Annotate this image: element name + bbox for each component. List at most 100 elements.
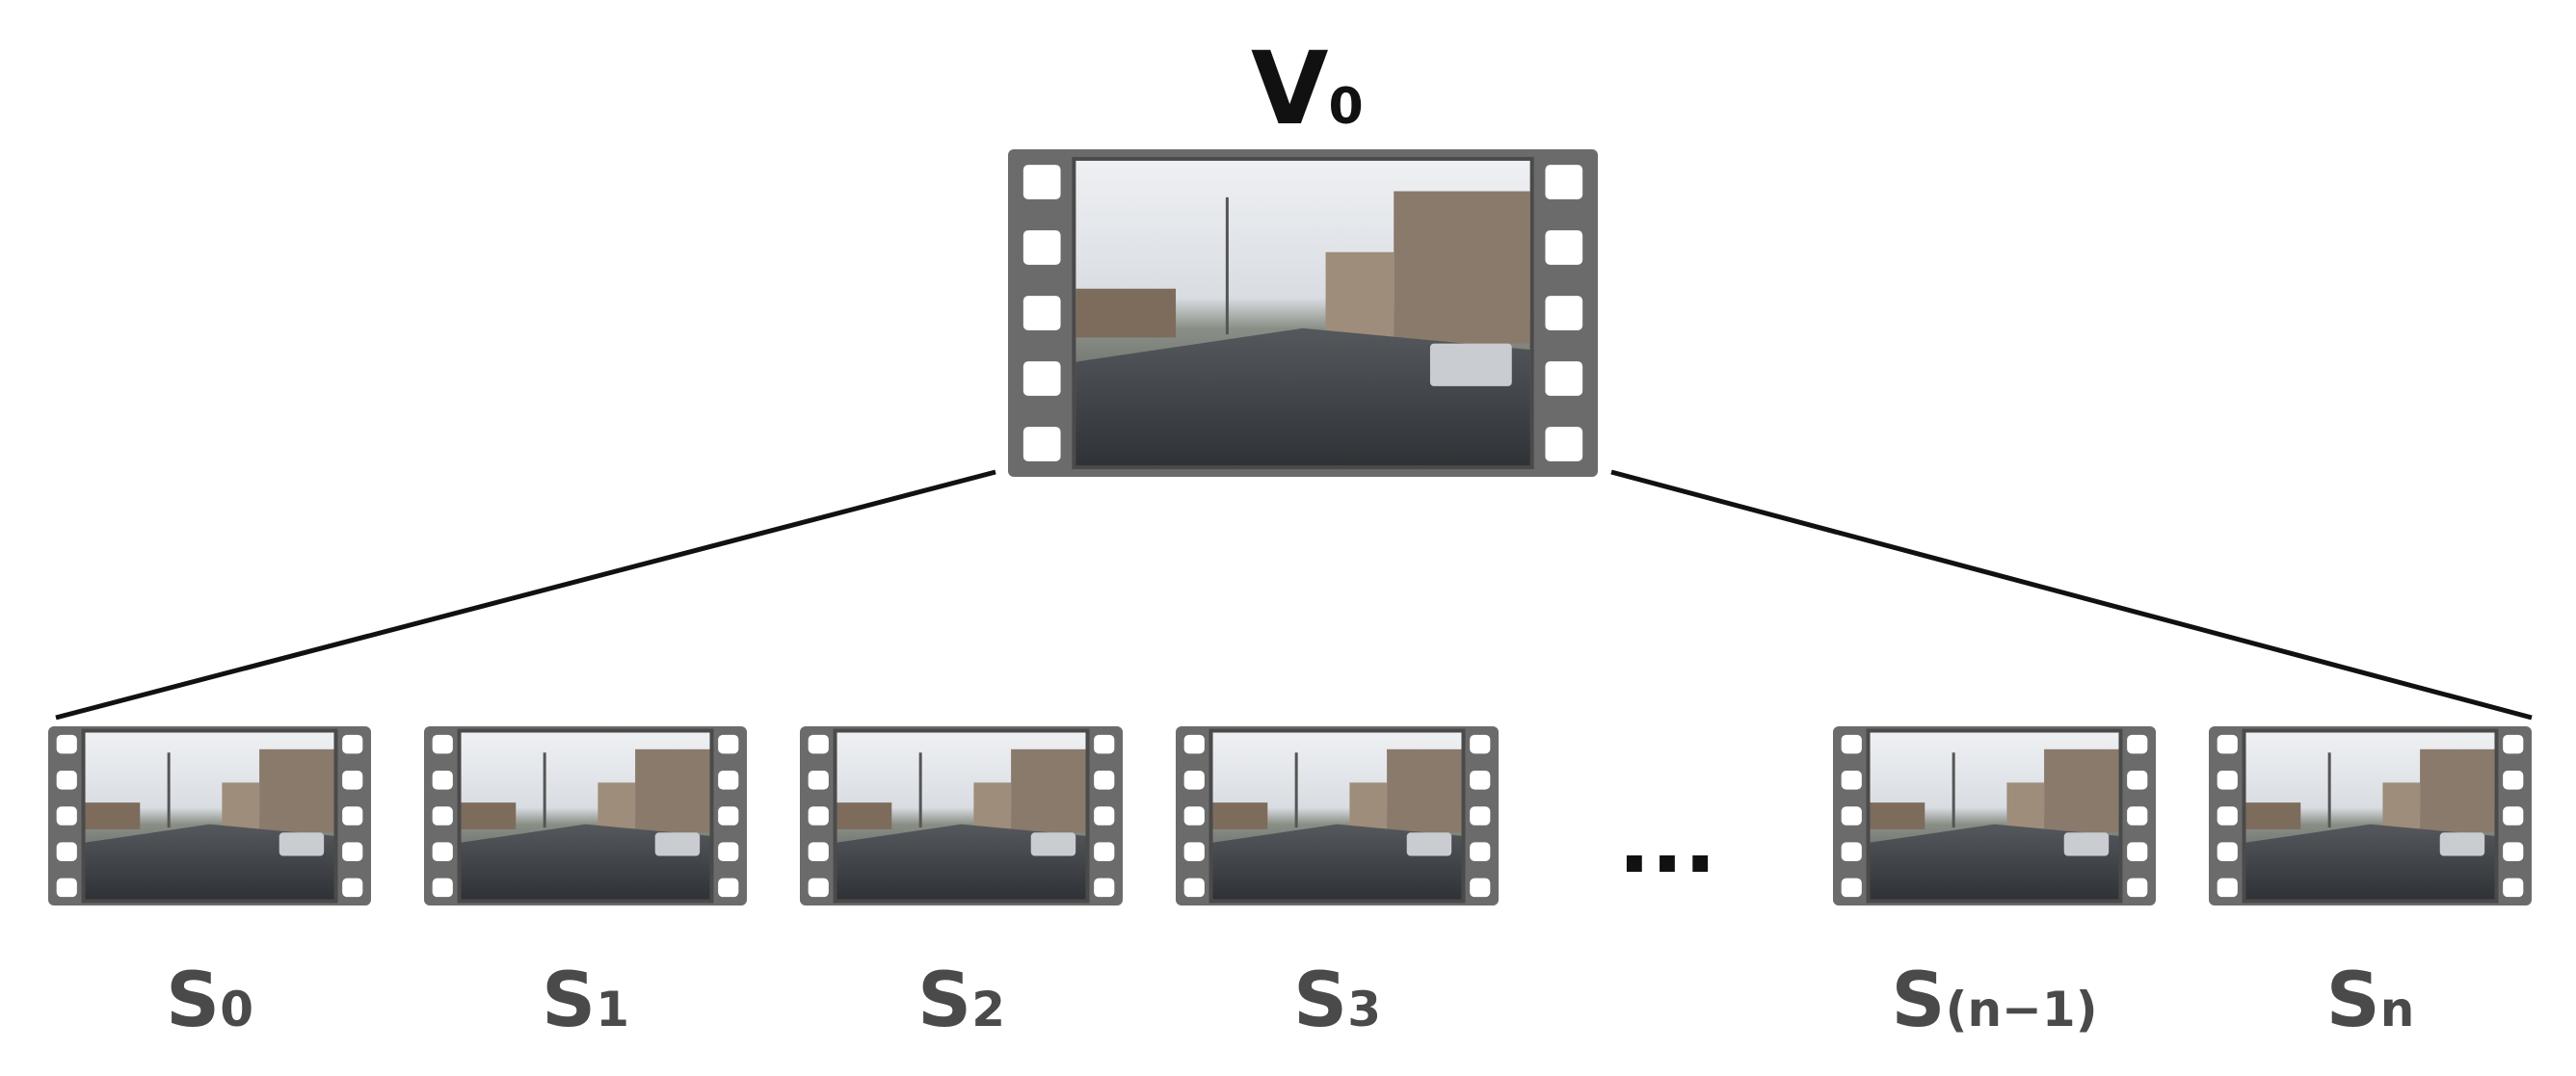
connector-right [1610, 469, 2533, 721]
sprocket-hole [342, 842, 363, 861]
sprocket-hole [1094, 878, 1115, 898]
sprocket-hole [718, 806, 739, 826]
sprocket-hole [342, 734, 363, 754]
sprocket-hole [2217, 734, 2238, 754]
sprocket-hole [1470, 806, 1491, 826]
sprocket-hole [1841, 734, 1862, 754]
segment-frame-5 [2209, 726, 2532, 905]
sprocket-hole [2217, 771, 2238, 790]
sprocket-hole [1022, 230, 1061, 265]
root-label-sub: 0 [1329, 78, 1364, 136]
sprocket-hole [432, 771, 453, 790]
segment-label-main: S [1891, 958, 1945, 1044]
sprocket-hole [1022, 361, 1061, 396]
sprocket-hole [432, 734, 453, 754]
segment-label-3: S3 [1293, 958, 1381, 1044]
segment-label-main: S [542, 958, 596, 1044]
sprocket-hole [718, 734, 739, 754]
segment-label-5: Sn [2326, 958, 2415, 1044]
sprocket-hole [1545, 361, 1583, 396]
root-label: V0 [1251, 30, 1364, 147]
ellipsis: ... [1618, 792, 1717, 893]
sprocket-hole [1183, 878, 1205, 898]
sprocket-hole [1545, 427, 1583, 461]
sprocket-hole [808, 806, 829, 826]
sprocket-hole [432, 878, 453, 898]
sprocket-hole [1183, 771, 1205, 790]
sprocket-hole [56, 734, 77, 754]
segment-frame-0 [48, 726, 371, 905]
sprocket-hole [1470, 771, 1491, 790]
sprocket-hole [718, 842, 739, 861]
sprocket-hole [1545, 230, 1583, 265]
segment-label-sub: 3 [1347, 982, 1381, 1037]
sprocket-hole [1094, 842, 1115, 861]
sprocket-hole [342, 771, 363, 790]
root-label-main: V [1251, 30, 1329, 147]
sprocket-hole [1841, 878, 1862, 898]
sprocket-hole [1470, 878, 1491, 898]
segment-label-main: S [1293, 958, 1347, 1044]
sprocket-hole [718, 878, 739, 898]
sprocket-hole [1183, 842, 1205, 861]
sprocket-hole [56, 806, 77, 826]
segment-label-sub: 2 [971, 982, 1005, 1037]
segment-label-0: S0 [166, 958, 253, 1044]
sprocket-hole [2217, 878, 2238, 898]
sprocket-hole [1183, 806, 1205, 826]
sprocket-hole [1094, 771, 1115, 790]
segment-label-1: S1 [542, 958, 629, 1044]
sprocket-hole [2217, 842, 2238, 861]
sprocket-hole [808, 771, 829, 790]
segment-label-main: S [166, 958, 220, 1044]
sprocket-hole [342, 806, 363, 826]
sprocket-hole [808, 842, 829, 861]
segment-label-main: S [917, 958, 971, 1044]
sprocket-hole [56, 771, 77, 790]
segment-frames [48, 726, 2532, 905]
sprocket-hole [342, 878, 363, 898]
sprocket-hole [2503, 771, 2524, 790]
sprocket-hole [2127, 878, 2148, 898]
sprocket-hole [2127, 734, 2148, 754]
sprocket-hole [1094, 734, 1115, 754]
segment-frame-1 [424, 726, 747, 905]
root-frame-strip [1008, 149, 1598, 477]
connector-left [55, 469, 996, 721]
sprocket-hole [1022, 296, 1061, 330]
sprocket-hole [2127, 806, 2148, 826]
sprocket-hole [1094, 806, 1115, 826]
sprocket-hole [2503, 734, 2524, 754]
sprocket-hole [2217, 806, 2238, 826]
segment-label-sub: 1 [596, 982, 629, 1037]
segment-label-sub: 0 [220, 982, 253, 1037]
sprocket-hole [1022, 165, 1061, 199]
segment-label-main: S [2326, 958, 2380, 1044]
sprocket-hole [1841, 771, 1862, 790]
sprocket-hole [2503, 806, 2524, 826]
sprocket-hole [2503, 842, 2524, 861]
segment-label-sub: (n−1) [1946, 982, 2098, 1037]
segment-frame-4 [1833, 726, 2156, 905]
sprocket-hole [1183, 734, 1205, 754]
sprocket-hole [1841, 806, 1862, 826]
sprocket-hole [1545, 165, 1583, 199]
segment-label-sub: n [2380, 982, 2415, 1037]
sprocket-hole [56, 842, 77, 861]
sprocket-hole [432, 842, 453, 861]
sprocket-hole [718, 771, 739, 790]
sprocket-hole [2127, 771, 2148, 790]
segment-label-4: S(n−1) [1891, 958, 2097, 1044]
sprocket-hole [808, 734, 829, 754]
segment-frame-3 [1176, 726, 1499, 905]
sprocket-hole [1841, 842, 1862, 861]
sprocket-hole [1022, 427, 1061, 461]
sprocket-hole [1545, 296, 1583, 330]
segment-frame-2 [800, 726, 1123, 905]
sprocket-hole [56, 878, 77, 898]
root-video-frame [1008, 149, 1598, 477]
segment-label-2: S2 [917, 958, 1005, 1044]
sprocket-hole [2127, 842, 2148, 861]
sprocket-hole [1470, 734, 1491, 754]
